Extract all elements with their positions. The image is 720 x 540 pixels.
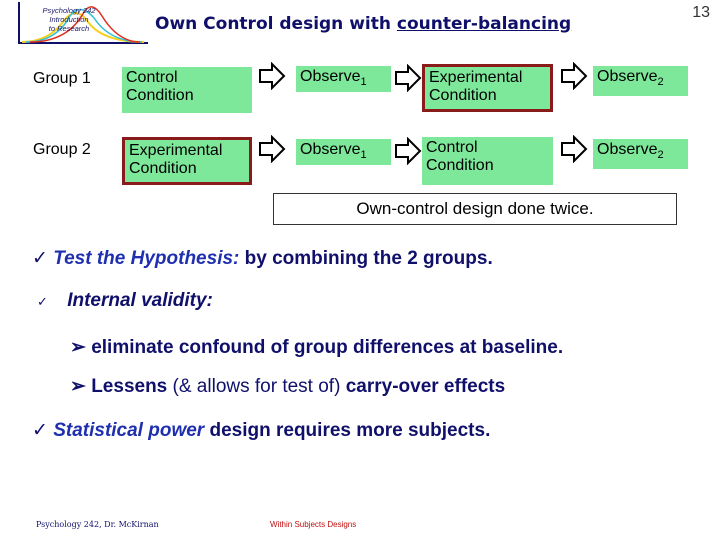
group-2-label: Group 2	[33, 141, 91, 158]
bullet-2-lead: Internal validity:	[67, 290, 213, 311]
row1-second-condition-line2: Condition	[429, 87, 497, 104]
arrow-right-icon	[561, 135, 588, 163]
row2-second-observe-label: Observe	[597, 141, 658, 158]
bullet-5-lead: Statistical power	[53, 420, 205, 441]
check-icon: ✓	[32, 420, 48, 441]
bullet-4-mid: (& allows for test of)	[167, 376, 346, 397]
row2-first-condition-line2: Condition	[129, 160, 197, 177]
arrow-right-icon	[395, 137, 422, 165]
row1-second-condition-line1: Experimental	[429, 69, 523, 86]
row2-first-condition-line1: Experimental	[129, 142, 223, 159]
row2-second-condition-line1: Control	[426, 139, 478, 156]
arrow-bullet-icon: ➢	[70, 337, 86, 358]
bullet-1-rest: by combining the 2 groups.	[239, 248, 493, 269]
row1-first-condition-box: Control Condition	[122, 67, 252, 113]
page-title: Own Control design with counter-balancin…	[155, 14, 571, 34]
row2-second-condition-box: Control Condition	[422, 137, 553, 185]
arrow-right-icon	[395, 64, 422, 92]
bullet-1-lead: Test the Hypothesis:	[53, 248, 240, 269]
arrow-right-icon	[259, 62, 286, 90]
arrow-right-icon	[561, 62, 588, 90]
title-underlined: counter-balancing	[396, 14, 572, 34]
logo-text: Psychology 242 Introduction to Research	[14, 6, 124, 33]
row1-second-observe-sub: 2	[657, 76, 664, 89]
row1-first-condition-line2: Condition	[126, 87, 194, 104]
row2-first-observe: Observe1	[296, 139, 391, 165]
title-prefix: Own Control design with	[155, 14, 397, 34]
row1-first-observe: Observe1	[296, 66, 391, 92]
row1-second-observe: Observe2	[593, 66, 688, 96]
group-1-label: Group 1	[33, 70, 91, 87]
logo-line-1: Psychology 242	[42, 6, 96, 15]
logo-line-2: Introduction	[49, 15, 89, 24]
bullet-statistical-power: ✓ Statistical power design requires more…	[32, 419, 490, 442]
bullet-3-text: eliminate confound of group differences …	[91, 337, 564, 358]
row2-first-condition-box: Experimental Condition	[122, 137, 252, 185]
bullet-lessens: ➢ Lessens (& allows for test of) carry-o…	[70, 375, 505, 398]
row2-second-condition-line2: Condition	[426, 157, 494, 174]
row1-first-observe-sub: 1	[360, 76, 367, 89]
logo-graphic	[18, 2, 148, 44]
bullet-internal-validity: ✓ Internal validity:	[37, 290, 213, 312]
footer-course: Psychology 242, Dr. McKirnan	[36, 520, 159, 529]
row2-first-observe-label: Observe	[300, 141, 361, 158]
row1-second-observe-label: Observe	[597, 68, 658, 85]
logo-line-3: to Research	[48, 24, 90, 33]
bullet-4-end: carry-over effects	[345, 376, 506, 397]
row1-first-observe-label: Observe	[300, 68, 361, 85]
row1-first-condition-line1: Control	[126, 69, 178, 86]
page-number: 13	[692, 4, 710, 21]
bullet-4-lead: Lessens	[91, 376, 168, 397]
row2-first-observe-sub: 1	[360, 149, 367, 162]
footer-topic: Within Subjects Designs	[270, 520, 357, 529]
arrow-bullet-icon: ➢	[70, 376, 86, 397]
check-icon: ✓	[32, 248, 48, 269]
check-icon: ✓	[37, 294, 48, 309]
bullet-eliminate-confound: ➢ eliminate confound of group difference…	[70, 336, 563, 359]
row1-second-condition-box: Experimental Condition	[422, 64, 553, 112]
row2-second-observe-sub: 2	[657, 149, 664, 162]
arrow-right-icon	[259, 135, 286, 163]
row2-second-observe: Observe2	[593, 139, 688, 169]
note-box: Own-control design done twice.	[273, 193, 677, 225]
bullet-test-hypothesis: ✓ Test the Hypothesis: by combining the …	[32, 247, 493, 270]
bullet-5-rest: design requires more subjects.	[204, 420, 491, 441]
